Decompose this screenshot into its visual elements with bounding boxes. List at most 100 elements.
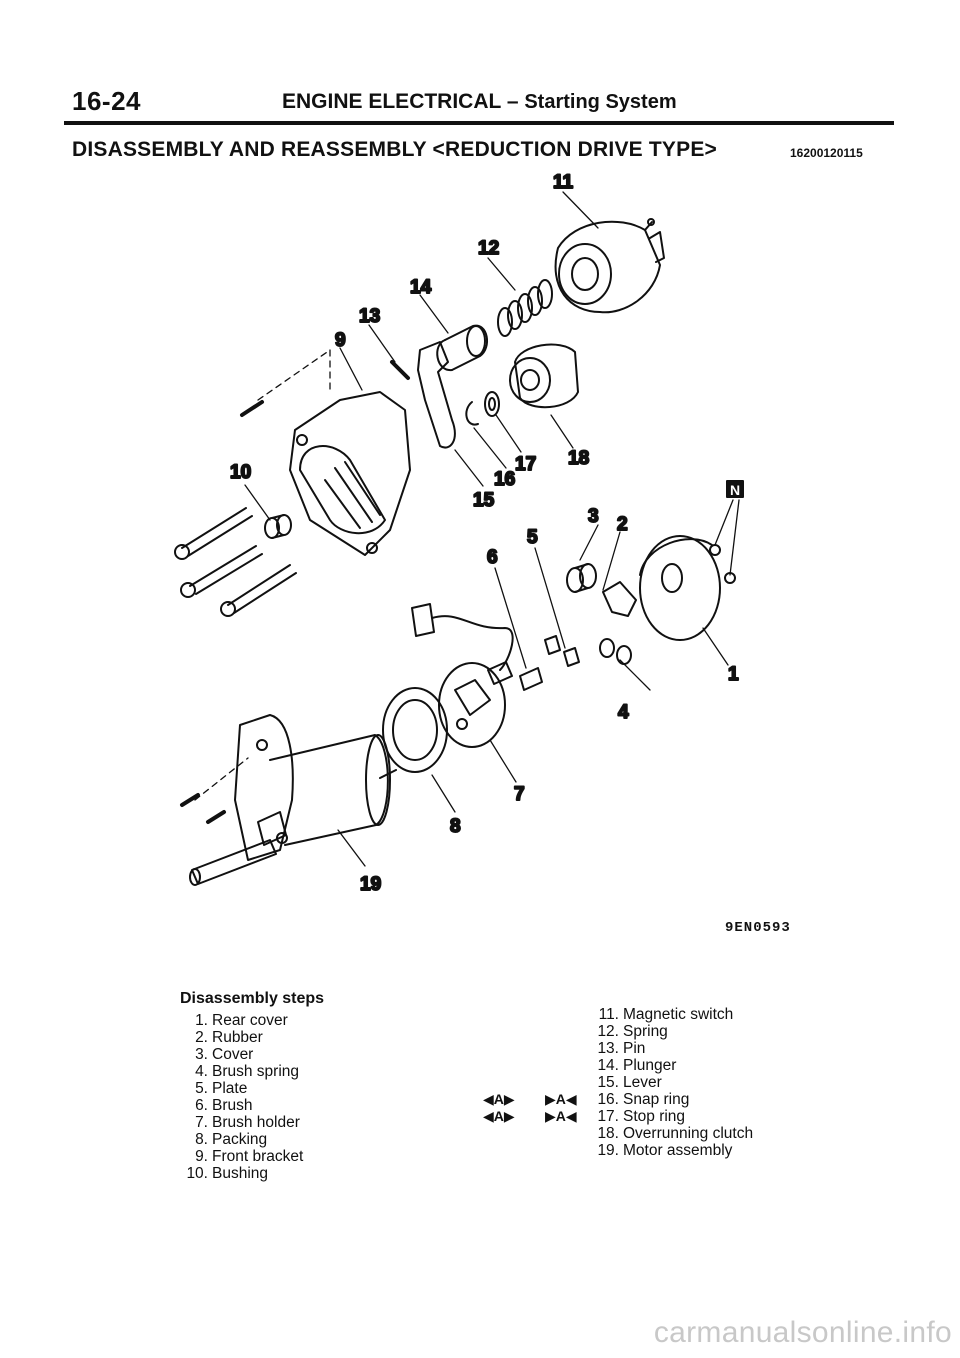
step-item: 7.Brush holder	[172, 1114, 303, 1131]
magnetic-switch-part	[554, 218, 665, 314]
callout-12: 12	[478, 238, 499, 259]
overrunning-clutch-part	[509, 343, 579, 409]
step-number: 16.	[597, 1091, 619, 1108]
doc-code: 16200120115	[790, 146, 863, 160]
step-label: Brush holder	[212, 1114, 300, 1131]
step-number: 3.	[195, 1046, 208, 1063]
step-label: Lever	[623, 1074, 662, 1091]
lever-part	[417, 341, 456, 449]
step-number: 18.	[597, 1125, 619, 1142]
step-label: Magnetic switch	[623, 1006, 734, 1023]
header-subsection: Starting System	[524, 91, 677, 113]
step-label: Rubber	[212, 1029, 263, 1046]
step-number: 12.	[597, 1023, 619, 1040]
motor-assembly-part	[189, 714, 397, 886]
step-item: 5.Plate	[172, 1080, 303, 1097]
leader-lines	[194, 191, 740, 867]
step-item: 14.Plunger	[583, 1057, 753, 1074]
callout-9: 9	[335, 330, 346, 351]
step-label: Packing	[212, 1131, 268, 1148]
callout-19: 19	[360, 874, 381, 895]
callout-1: 1	[728, 664, 739, 685]
step-number: 10.	[186, 1165, 208, 1182]
step-item: 19.Motor assembly	[583, 1142, 753, 1159]
callout-4: 4	[618, 702, 629, 723]
step-item: 15.Lever	[583, 1074, 753, 1091]
callout-16: 16	[494, 469, 515, 490]
step-label: Plate	[212, 1080, 248, 1097]
callout-3: 3	[588, 506, 599, 527]
callout-18: 18	[568, 448, 589, 469]
step-number: 17.	[597, 1108, 619, 1125]
n-marker-label: N	[730, 482, 740, 498]
step-label: Rear cover	[212, 1012, 288, 1029]
step-label: Snap ring	[623, 1091, 690, 1108]
exploded-view-diagram: 1 2 3 4 5 6 7 8 9 10 11 12 13 14 15 16 1…	[174, 171, 744, 896]
step-number: 4.	[195, 1063, 208, 1080]
callout-11: 11	[553, 172, 574, 193]
step-label: Pin	[623, 1040, 646, 1057]
step-number: 5.	[195, 1080, 208, 1097]
step-label: Plunger	[623, 1057, 677, 1074]
step-item: 6.Brush	[172, 1097, 303, 1114]
stop-ring-part	[484, 391, 500, 417]
snap-ring-part	[465, 401, 479, 426]
step-item: 10.Bushing	[172, 1165, 303, 1182]
step-number: 15.	[597, 1074, 619, 1091]
pin-part	[390, 360, 410, 380]
step-label: Spring	[623, 1023, 668, 1040]
steps-list-left: 1.Rear cover 2.Rubber 3.Cover 4.Brush sp…	[172, 1012, 303, 1182]
callout-17: 17	[515, 454, 536, 475]
page-number: 16-24	[72, 86, 141, 116]
brush-holder-part	[438, 662, 506, 748]
step-label: Brush spring	[212, 1063, 300, 1080]
step-item: 8.Packing	[172, 1131, 303, 1148]
header-rule	[64, 121, 894, 125]
plate-part	[544, 635, 580, 667]
step-item: 16.Snap ring	[583, 1091, 753, 1108]
step-label: Stop ring	[623, 1108, 686, 1125]
header-section: ENGINE ELECTRICAL	[282, 90, 501, 113]
step-label: Motor assembly	[623, 1142, 733, 1159]
callout-14: 14	[410, 277, 432, 298]
step-item: 1.Rear cover	[172, 1012, 303, 1029]
header-title: ENGINE ELECTRICAL – Starting System	[282, 90, 677, 114]
callout-7: 7	[514, 784, 525, 805]
step-item: 18.Overrunning clutch	[583, 1125, 753, 1142]
reassembly-mark: ▶A◀	[545, 1091, 577, 1107]
step-label: Front bracket	[212, 1148, 304, 1165]
step-number: 9.	[195, 1148, 208, 1165]
step-label: Brush	[212, 1097, 253, 1114]
callout-6: 6	[487, 547, 498, 568]
step-number: 19.	[597, 1142, 619, 1159]
bushing-part	[264, 514, 292, 539]
step-number: 2.	[195, 1029, 208, 1046]
cover-part	[566, 563, 597, 593]
step-item: 13.Pin	[583, 1040, 753, 1057]
step-item: 17.Stop ring	[583, 1108, 753, 1125]
step-item: 2.Rubber	[172, 1029, 303, 1046]
figure-code: 9EN0593	[725, 920, 791, 936]
service-marks-snap-ring: ◀A▶ ▶A◀	[483, 1091, 577, 1108]
packing-part	[382, 687, 448, 773]
step-item: 12.Spring	[583, 1023, 753, 1040]
step-label: Cover	[212, 1046, 254, 1063]
callout-2: 2	[617, 514, 628, 535]
disassembly-mark: ◀A▶	[483, 1091, 515, 1107]
step-number: 1.	[195, 1012, 208, 1029]
header-dash: –	[506, 90, 519, 113]
callout-5: 5	[527, 527, 538, 548]
step-item: 9.Front bracket	[172, 1148, 303, 1165]
step-item: 3.Cover	[172, 1046, 303, 1063]
step-label: Overrunning clutch	[623, 1125, 754, 1142]
brush-spring-part	[599, 638, 632, 665]
step-number: 7.	[195, 1114, 208, 1131]
step-number: 13.	[597, 1040, 619, 1057]
watermark: carmanualsonline.info	[653, 1316, 952, 1349]
through-bolts-part	[174, 400, 297, 824]
plunger-part	[436, 324, 489, 372]
section-title: DISASSEMBLY AND REASSEMBLY <REDUCTION DR…	[72, 138, 717, 161]
step-number: 11.	[598, 1006, 619, 1023]
rubber-part	[602, 581, 637, 617]
brush-part	[411, 603, 543, 691]
